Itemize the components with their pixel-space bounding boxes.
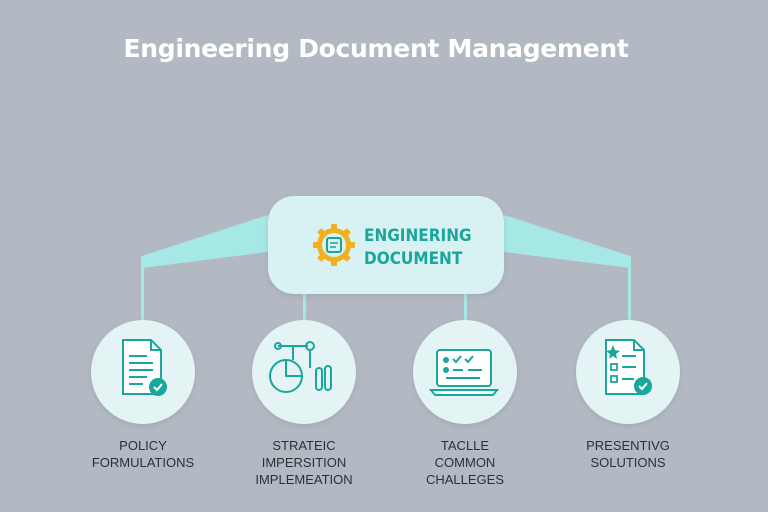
hub-title-line-2: DOCUMENT (364, 249, 463, 269)
tools-chart-icon (269, 341, 332, 393)
laptop-checklist-icon (428, 349, 500, 396)
node-strategic-implementation (252, 320, 356, 424)
hub-title-line-1: ENGINERING (364, 226, 472, 246)
node-label-2-line-2: IMPERSITION (261, 455, 347, 470)
gear-document-icon (313, 224, 355, 266)
node-label-2: STRATEIC IMPERSITION IMPLEMEATION (224, 437, 384, 488)
node-policy-formulations (91, 320, 195, 424)
left-connector-band (142, 215, 268, 268)
node-label-2-line-3: IMPLEMEATION (255, 472, 353, 487)
connector-line-4 (628, 256, 631, 322)
node-label-4-line-2: SOLUTIONS (590, 455, 666, 470)
node-label-1-line-1: POLICY (119, 438, 167, 453)
page-title: Engineering Document Management (123, 34, 629, 63)
node-label-3-line-2: COMMON (434, 455, 496, 470)
checklist-document-icon (605, 339, 652, 395)
node-label-3: TACLLE COMMON CHALLEGES (385, 437, 545, 488)
node-label-3-line-1: TACLLE (440, 438, 490, 453)
node-label-1: POLICY FORMULATIONS (63, 437, 223, 471)
node-tackle-common-challenges (413, 320, 517, 424)
connector-line-3 (464, 290, 467, 322)
central-hub: ENGINERING DOCUMENT (268, 196, 504, 294)
node-label-1-line-2: FORMULATIONS (91, 455, 195, 470)
node-label-3-line-3: CHALLEGES (425, 472, 505, 487)
right-connector-band (504, 215, 630, 268)
node-label-4: PRESENTIVG SOLUTIONS (548, 437, 708, 471)
node-presenting-solutions (576, 320, 680, 424)
document-check-icon (122, 339, 167, 396)
node-label-4-line-1: PRESENTIVG (586, 438, 670, 453)
connector-line-1 (141, 256, 144, 322)
node-label-2-line-1: STRATEIC (272, 438, 336, 453)
connector-line-2 (303, 290, 306, 324)
